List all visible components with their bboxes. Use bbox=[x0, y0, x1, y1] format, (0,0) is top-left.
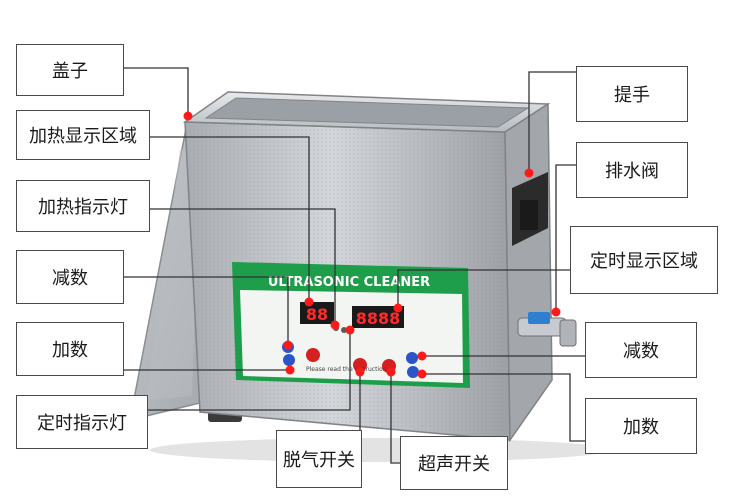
callout-ultrasonic-switch: 超声开关 bbox=[400, 436, 508, 490]
brand-label: ULTRASONIC CLEANER bbox=[268, 275, 430, 290]
timer-minus-button[interactable] bbox=[406, 352, 418, 364]
callout-timer-indicator: 定时指示灯 bbox=[16, 395, 148, 449]
callout-heat-minus: 减数 bbox=[16, 250, 124, 304]
callout-lid: 盖子 bbox=[16, 44, 124, 96]
timer-plus-button[interactable] bbox=[407, 366, 419, 378]
callout-timer-minus: 减数 bbox=[585, 322, 697, 378]
heat-led-value: 88 bbox=[306, 305, 328, 324]
callout-heat-plus: 加数 bbox=[16, 322, 124, 376]
callout-timer-plus: 加数 bbox=[585, 398, 697, 454]
callout-heat-indicator: 加热指示灯 bbox=[16, 180, 150, 232]
callout-degas-switch: 脱气开关 bbox=[276, 430, 362, 488]
heat-led bbox=[300, 302, 334, 324]
timer-led-value: 8888 bbox=[356, 309, 401, 328]
timer-indicator-light bbox=[341, 327, 347, 333]
degas-button[interactable] bbox=[353, 358, 367, 372]
heat-plus-button[interactable] bbox=[283, 354, 295, 366]
notice-text: Please read the instruction bbox=[306, 366, 387, 373]
leader-dots bbox=[183, 111, 561, 379]
valve-lever bbox=[528, 312, 550, 324]
callout-timer-display: 定时显示区域 bbox=[570, 226, 718, 294]
heat-power-button[interactable] bbox=[306, 348, 320, 362]
callout-handle: 提手 bbox=[576, 66, 688, 122]
callout-heat-display: 加热显示区域 bbox=[16, 110, 150, 160]
timer-led bbox=[352, 306, 404, 328]
leader-lines bbox=[124, 67, 585, 464]
callout-drain-valve: 排水阀 bbox=[576, 142, 688, 198]
